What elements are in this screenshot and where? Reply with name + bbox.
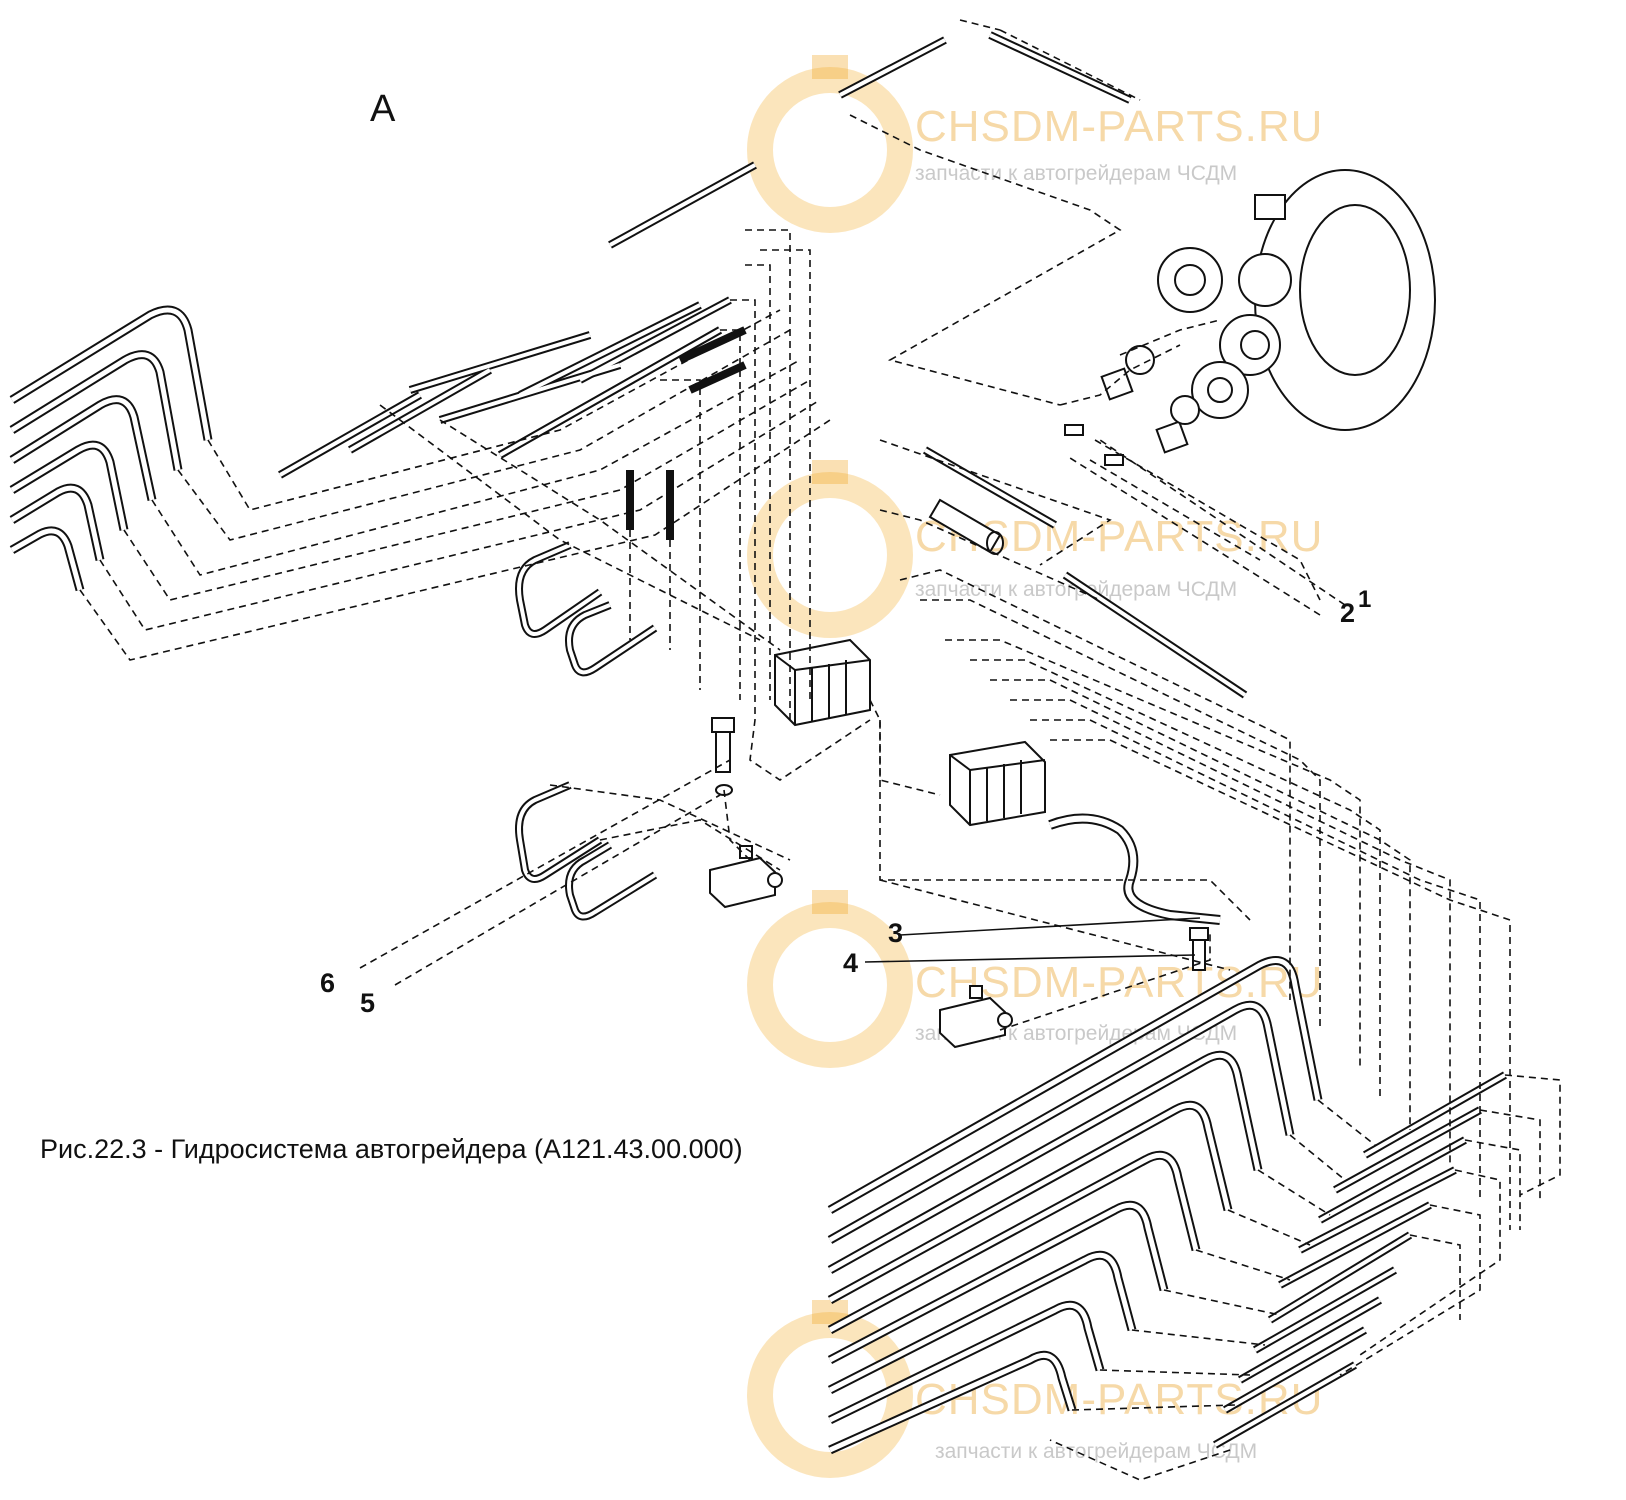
callout-5: 5 [360,988,376,1018]
watermark-gear-icon [747,902,913,1068]
valve-block-upper [774,638,871,727]
watermark-title: CHSDM-PARTS.RU [915,102,1324,151]
straight-tube-group-upper [278,31,1248,699]
bolt-left [711,717,735,796]
callout-2: 2 [1340,598,1356,628]
valve-block-lower [949,740,1046,827]
check-valve-lower [939,985,1013,1049]
watermark-subtitle: запчасти к автогрейдерам ЧСДМ [915,578,1238,601]
bent-tube-group-upper-left [9,305,213,592]
watermark-gear-icon [747,67,913,233]
callout-3: 3 [888,918,904,948]
callout-leader-lines [359,439,1346,986]
watermark-subtitle: запчасти к автогрейдерам ЧСДМ [915,162,1238,185]
figure-caption: Рис.22.3 - Гидросистема автогрейдера (А1… [40,1134,743,1164]
pipe-sleeve [928,498,1004,555]
watermark-subtitle: запчасти к автогрейдерам ЧСДМ [935,1440,1258,1463]
callout-4: 4 [843,948,859,978]
view-letter: А [370,88,396,130]
callout-6: 6 [320,968,336,998]
callout-1: 1 [1358,586,1372,613]
transmission-housing [1157,169,1436,431]
dashed-connection-lines [79,19,1561,1481]
flange-fittings [1064,345,1200,466]
bolt-right [1189,927,1209,971]
watermark-gear-icon [747,472,913,638]
